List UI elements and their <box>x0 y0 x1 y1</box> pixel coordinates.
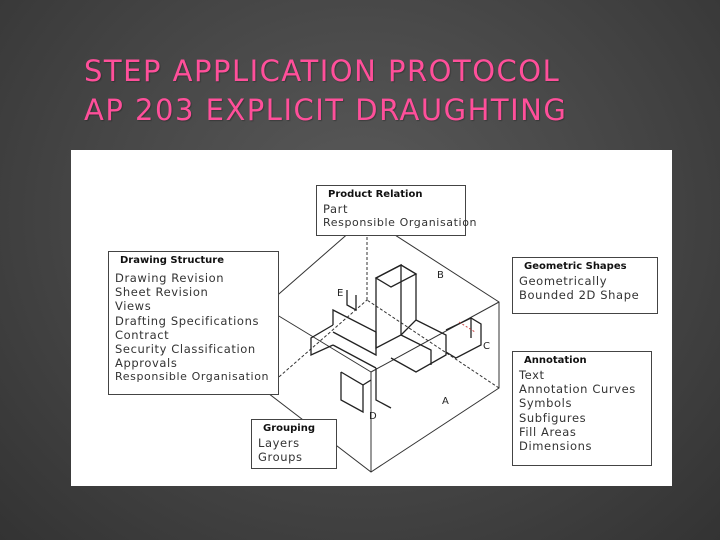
part-block-top <box>374 264 418 288</box>
list-item: Text <box>519 368 545 382</box>
corner-label-c: C <box>483 341 490 352</box>
corner-label-d: D <box>369 411 377 422</box>
list-item: Part <box>323 202 349 216</box>
corner-label-b: B <box>437 270 444 281</box>
list-item: Bounded 2D Shape <box>519 288 640 303</box>
list-item: Annotation Curves <box>519 382 636 397</box>
list-item: Contract <box>115 327 170 342</box>
product-relation-box: Product Relation Part Responsible Organi… <box>316 185 478 236</box>
list-item: Sheet Revision <box>115 285 209 300</box>
product-relation-list: Part Responsible Organisation <box>323 202 478 230</box>
grouping-box: Grouping Layers Groups <box>251 419 337 469</box>
geometric-shapes-title: Geometric Shapes <box>524 261 627 272</box>
list-item: Layers <box>258 436 300 450</box>
list-item: Responsible Organisation <box>323 216 478 230</box>
list-item: Drawing Revision <box>115 271 225 285</box>
annotation-list: Text Annotation Curves Symbols Subfigure… <box>519 368 651 453</box>
list-item: Fill Areas <box>519 424 577 439</box>
list-item: Approvals <box>115 356 178 371</box>
title-line-1: STEP APPLICATION PROTOCOL <box>84 54 561 88</box>
drawing-structure-box: Drawing Structure Drawing Revision Sheet… <box>108 251 279 395</box>
part-step-left <box>332 308 377 357</box>
list-item: Views <box>115 299 152 314</box>
list-item: Security Classification <box>115 342 256 357</box>
part-bracket <box>340 371 364 414</box>
drawing-structure-title: Drawing Structure <box>120 255 224 266</box>
explicit-draughting-diagram: B E C A D Product Relation Part Responsi… <box>71 150 672 486</box>
list-item: Subfigures <box>519 410 587 425</box>
title-line-2: AP 203 EXPLICIT DRAUGHTING <box>84 93 568 127</box>
part-step-right <box>390 319 447 373</box>
corner-label-e: E <box>337 288 343 299</box>
part-protrusion <box>445 317 482 359</box>
annotation-box: Annotation Text Annotation Curves Symbol… <box>512 351 652 466</box>
product-relation-title: Product Relation <box>328 189 423 200</box>
list-item: Dimensions <box>519 439 593 454</box>
grouping-title: Grouping <box>263 423 315 434</box>
corner-label-a: A <box>442 396 449 407</box>
list-item: Groups <box>258 450 303 465</box>
list-item: Symbols <box>519 396 573 411</box>
part-l-bracket <box>346 290 357 312</box>
geometric-shapes-box: Geometric Shapes Geometrically Bounded 2… <box>512 257 658 314</box>
list-item: Geometrically <box>519 274 608 288</box>
part-block-front <box>375 263 402 350</box>
list-item: Drafting Specifications <box>115 313 260 328</box>
geometric-shapes-list: Geometrically Bounded 2D Shape <box>519 274 657 302</box>
grouping-list: Layers Groups <box>258 436 336 464</box>
drawing-structure-list: Drawing Revision Sheet Revision Views Dr… <box>115 271 278 385</box>
slide-title: STEP APPLICATION PROTOCOL AP 203 EXPLICI… <box>84 52 704 130</box>
isometric-part-drawing: B E C A D <box>263 216 500 473</box>
list-item: Responsible Organisation <box>115 370 270 384</box>
annotation-title: Annotation <box>524 355 587 366</box>
